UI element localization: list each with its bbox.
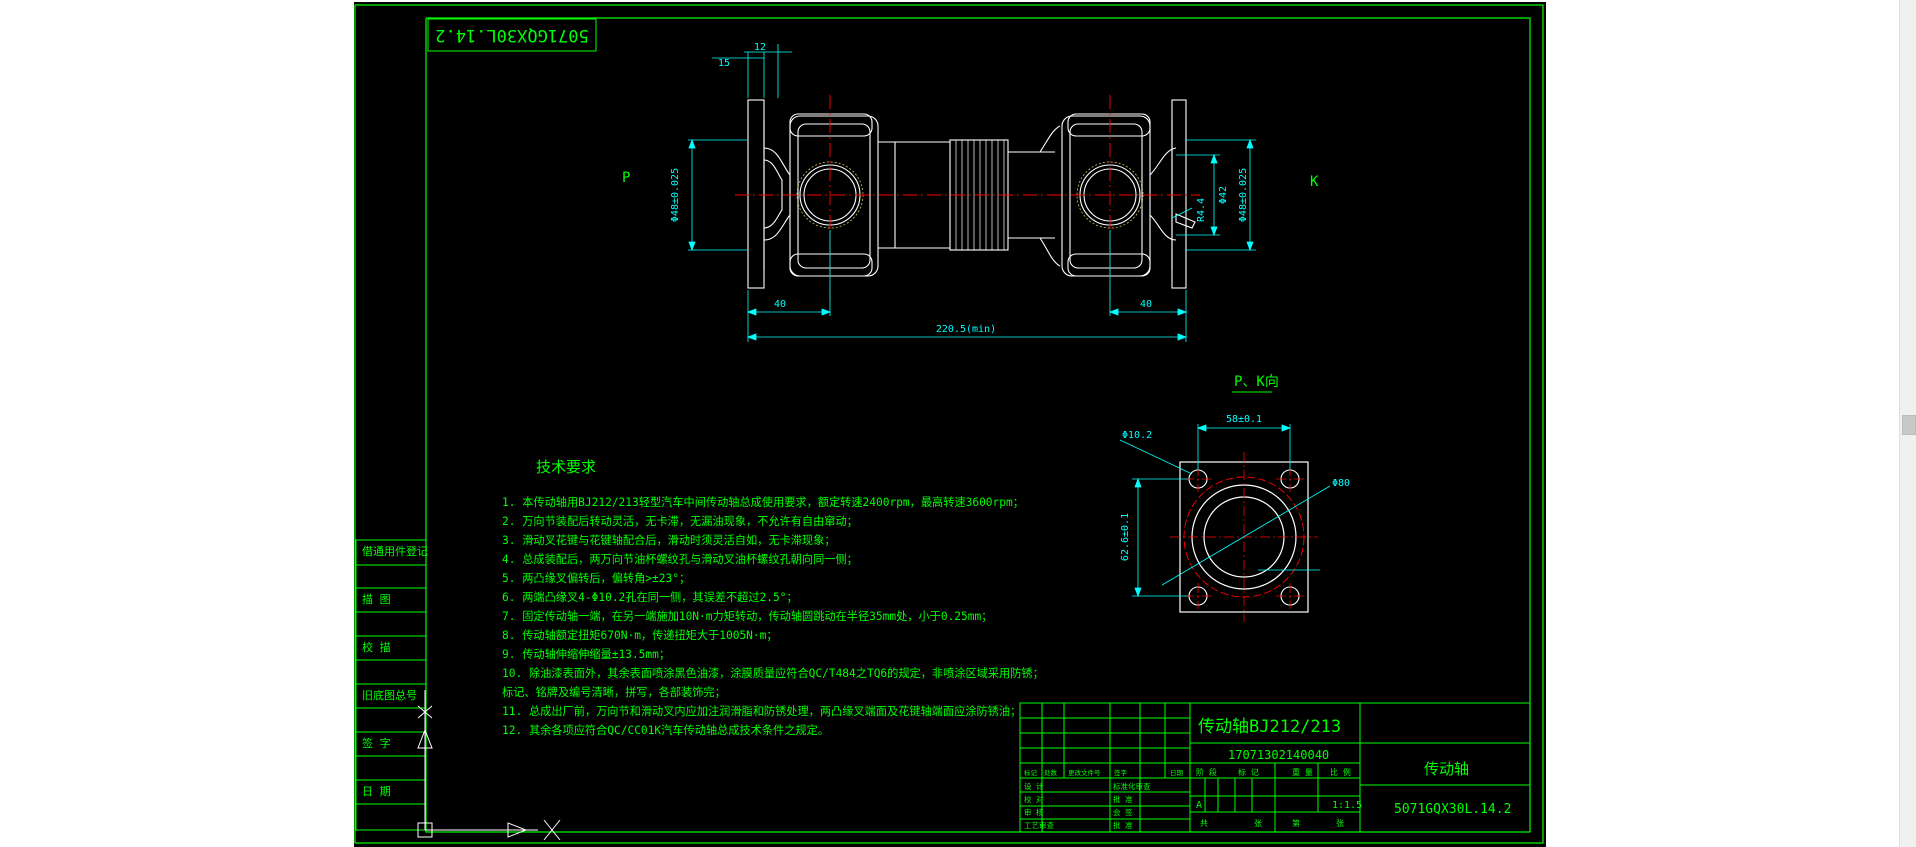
left-strip-label: 描 图	[362, 592, 391, 606]
dim-d42: Φ42	[1218, 186, 1229, 204]
title-block-footer: 共张第张	[1200, 818, 1344, 828]
role-right: 会 签	[1113, 807, 1133, 817]
dim-length: 220.5(min)	[936, 324, 996, 335]
scrollbar-thumb[interactable]	[1902, 415, 1916, 435]
tech-line: 9. 传动轴伸缩伸缩量±13.5mm；	[502, 647, 670, 661]
dim-bolt-hole: Φ10.2	[1122, 430, 1152, 441]
title-block-header: 比 例	[1330, 767, 1351, 777]
rotated-code-text: 5071GQX30L.14.2	[435, 25, 589, 45]
dimension-texts: 15 12 40 40 220.5(min) Φ48±0.025 Φ48±0.0…	[670, 42, 1249, 335]
dim-dia-right: Φ48±0.025	[1238, 168, 1249, 222]
dim-flange-height: 62.6±0.1	[1120, 513, 1131, 561]
title-block-change-headers: 标记处数 更改文件号 签字 日期	[1024, 768, 1184, 777]
title-block-header: 标 记	[1238, 767, 1259, 777]
change-header: 日期	[1170, 769, 1184, 777]
tech-lines: 1. 本传动轴用BJ212/213轻型汽车中间传动轴总成使用要求，额定转速240…	[502, 495, 1044, 737]
inner-frame	[425, 17, 1531, 833]
flange-view: P、K向	[1119, 374, 1350, 622]
dim-40-left: 40	[774, 299, 786, 310]
role-left: 校 对	[1024, 794, 1044, 804]
tech-line: 12. 其余各项应符合QC/CC01K汽车传动轴总成技术条件之规定。	[502, 723, 829, 737]
drawing-name: 传动轴	[1424, 760, 1469, 778]
outer-frame	[354, 4, 1544, 844]
tech-line: 1. 本传动轴用BJ212/213轻型汽车中间传动轴总成使用要求，额定转速240…	[502, 495, 1024, 509]
change-header: 处数	[1044, 768, 1058, 777]
title-block-footer-cell: 张	[1254, 819, 1262, 828]
tech-line: 7. 固定传动轴一端，在另一端施加10N·m力矩转动，传动轴圆跳动在半径35mm…	[502, 609, 992, 623]
title-block-text: 传动轴BJ212/213 17071302140040 传动轴 5071GQX3…	[1024, 717, 1511, 830]
left-strip-label: 旧底图总号	[362, 688, 417, 702]
tech-line: 2. 万向节装配后转动灵活，无卡滞，无漏油现象，不允许有自由窜动；	[502, 514, 858, 528]
label-p: P	[622, 170, 630, 186]
technical-requirements: 技术要求 1. 本传动轴用BJ212/213轻型汽车中间传动轴总成使用要求，额定…	[502, 458, 1044, 737]
dim-flange-width: 58±0.1	[1226, 414, 1262, 425]
rotated-code-box: 5071GQX30L.14.2	[427, 18, 597, 52]
title-block-footer-cell: 第	[1292, 818, 1300, 828]
title-block-headers: 阶 段标 记重 量比 例	[1196, 767, 1351, 777]
role-right: 批 准	[1113, 820, 1133, 830]
role-right: 标准化审查	[1113, 781, 1151, 791]
vertical-scrollbar[interactable]	[1899, 0, 1916, 847]
label-k: K	[1310, 174, 1319, 190]
stage-value: A	[1196, 800, 1202, 811]
change-header: 签字	[1114, 768, 1128, 777]
drawing-code: 5071GQX30L.14.2	[1394, 802, 1511, 817]
ucs-icon	[417, 690, 561, 841]
left-strip-label: 借通用件登记	[362, 544, 428, 558]
tech-line: 11. 总成出厂前，万向节和滑动叉内应加注润滑脂和防锈处理，两凸缘叉端面及花键轴…	[502, 704, 1021, 718]
dim-15: 15	[718, 58, 730, 69]
role-right: 批 准	[1113, 794, 1133, 804]
left-strip-label: 校 描	[362, 640, 391, 654]
dim-12: 12	[754, 42, 766, 53]
title-block	[1019, 702, 1531, 833]
tech-line: 标记、铭牌及编号清晰，拼写，各部装饰完；	[502, 685, 726, 699]
tech-line: 8. 传动轴额定扭矩670N·m，传递扭矩大于1005N·m；	[502, 628, 778, 642]
role-left: 审 核	[1024, 807, 1044, 817]
tech-line: 4. 总成装配后，两万向节油杯螺纹孔与滑动叉油杯螺纹孔朝向同一侧；	[502, 552, 858, 566]
title-block-header: 阶 段	[1196, 767, 1217, 777]
title-block-footer-cell: 共	[1200, 819, 1208, 828]
model-space-background	[354, 2, 1546, 847]
dim-pcd: Φ80	[1332, 478, 1350, 489]
tech-line: 6. 两端凸缘叉4-Φ10.2孔在同一侧，其误差不超过2.5°；	[502, 590, 798, 604]
scale-value: 1:1.5	[1332, 800, 1362, 811]
left-strip	[355, 539, 427, 831]
flange-view-title: P、K向	[1234, 374, 1279, 390]
tech-line: 10. 除油漆表面外，其余表面喷涂黑色油漆，涂膜质量应符合QC/T484之TQ6…	[502, 666, 1044, 680]
tech-title: 技术要求	[536, 458, 596, 476]
part-name: 传动轴BJ212/213	[1198, 717, 1341, 737]
dim-r4: R4.4	[1196, 198, 1207, 222]
title-block-header: 重 量	[1292, 767, 1313, 777]
dim-40-right: 40	[1140, 299, 1152, 310]
role-left: 设 计	[1024, 781, 1044, 791]
left-strip-label: 签 字	[362, 736, 391, 750]
change-header: 更改文件号	[1068, 768, 1101, 777]
part-number: 17071302140040	[1228, 748, 1329, 762]
title-block-footer-cell: 张	[1336, 819, 1344, 828]
change-header: 标记	[1024, 768, 1038, 777]
dim-dia-left: Φ48±0.025	[670, 168, 681, 222]
tech-line: 3. 滑动叉花键与花键轴配合后，滑动时须灵活自如，无卡滞现象；	[502, 533, 835, 547]
dimension-lines	[688, 44, 1256, 342]
tech-line: 5. 两凸缘叉偏转后，偏转角>±23°；	[502, 571, 690, 585]
role-left: 工艺审查	[1024, 820, 1054, 830]
left-strip-label: 日 期	[362, 785, 391, 798]
